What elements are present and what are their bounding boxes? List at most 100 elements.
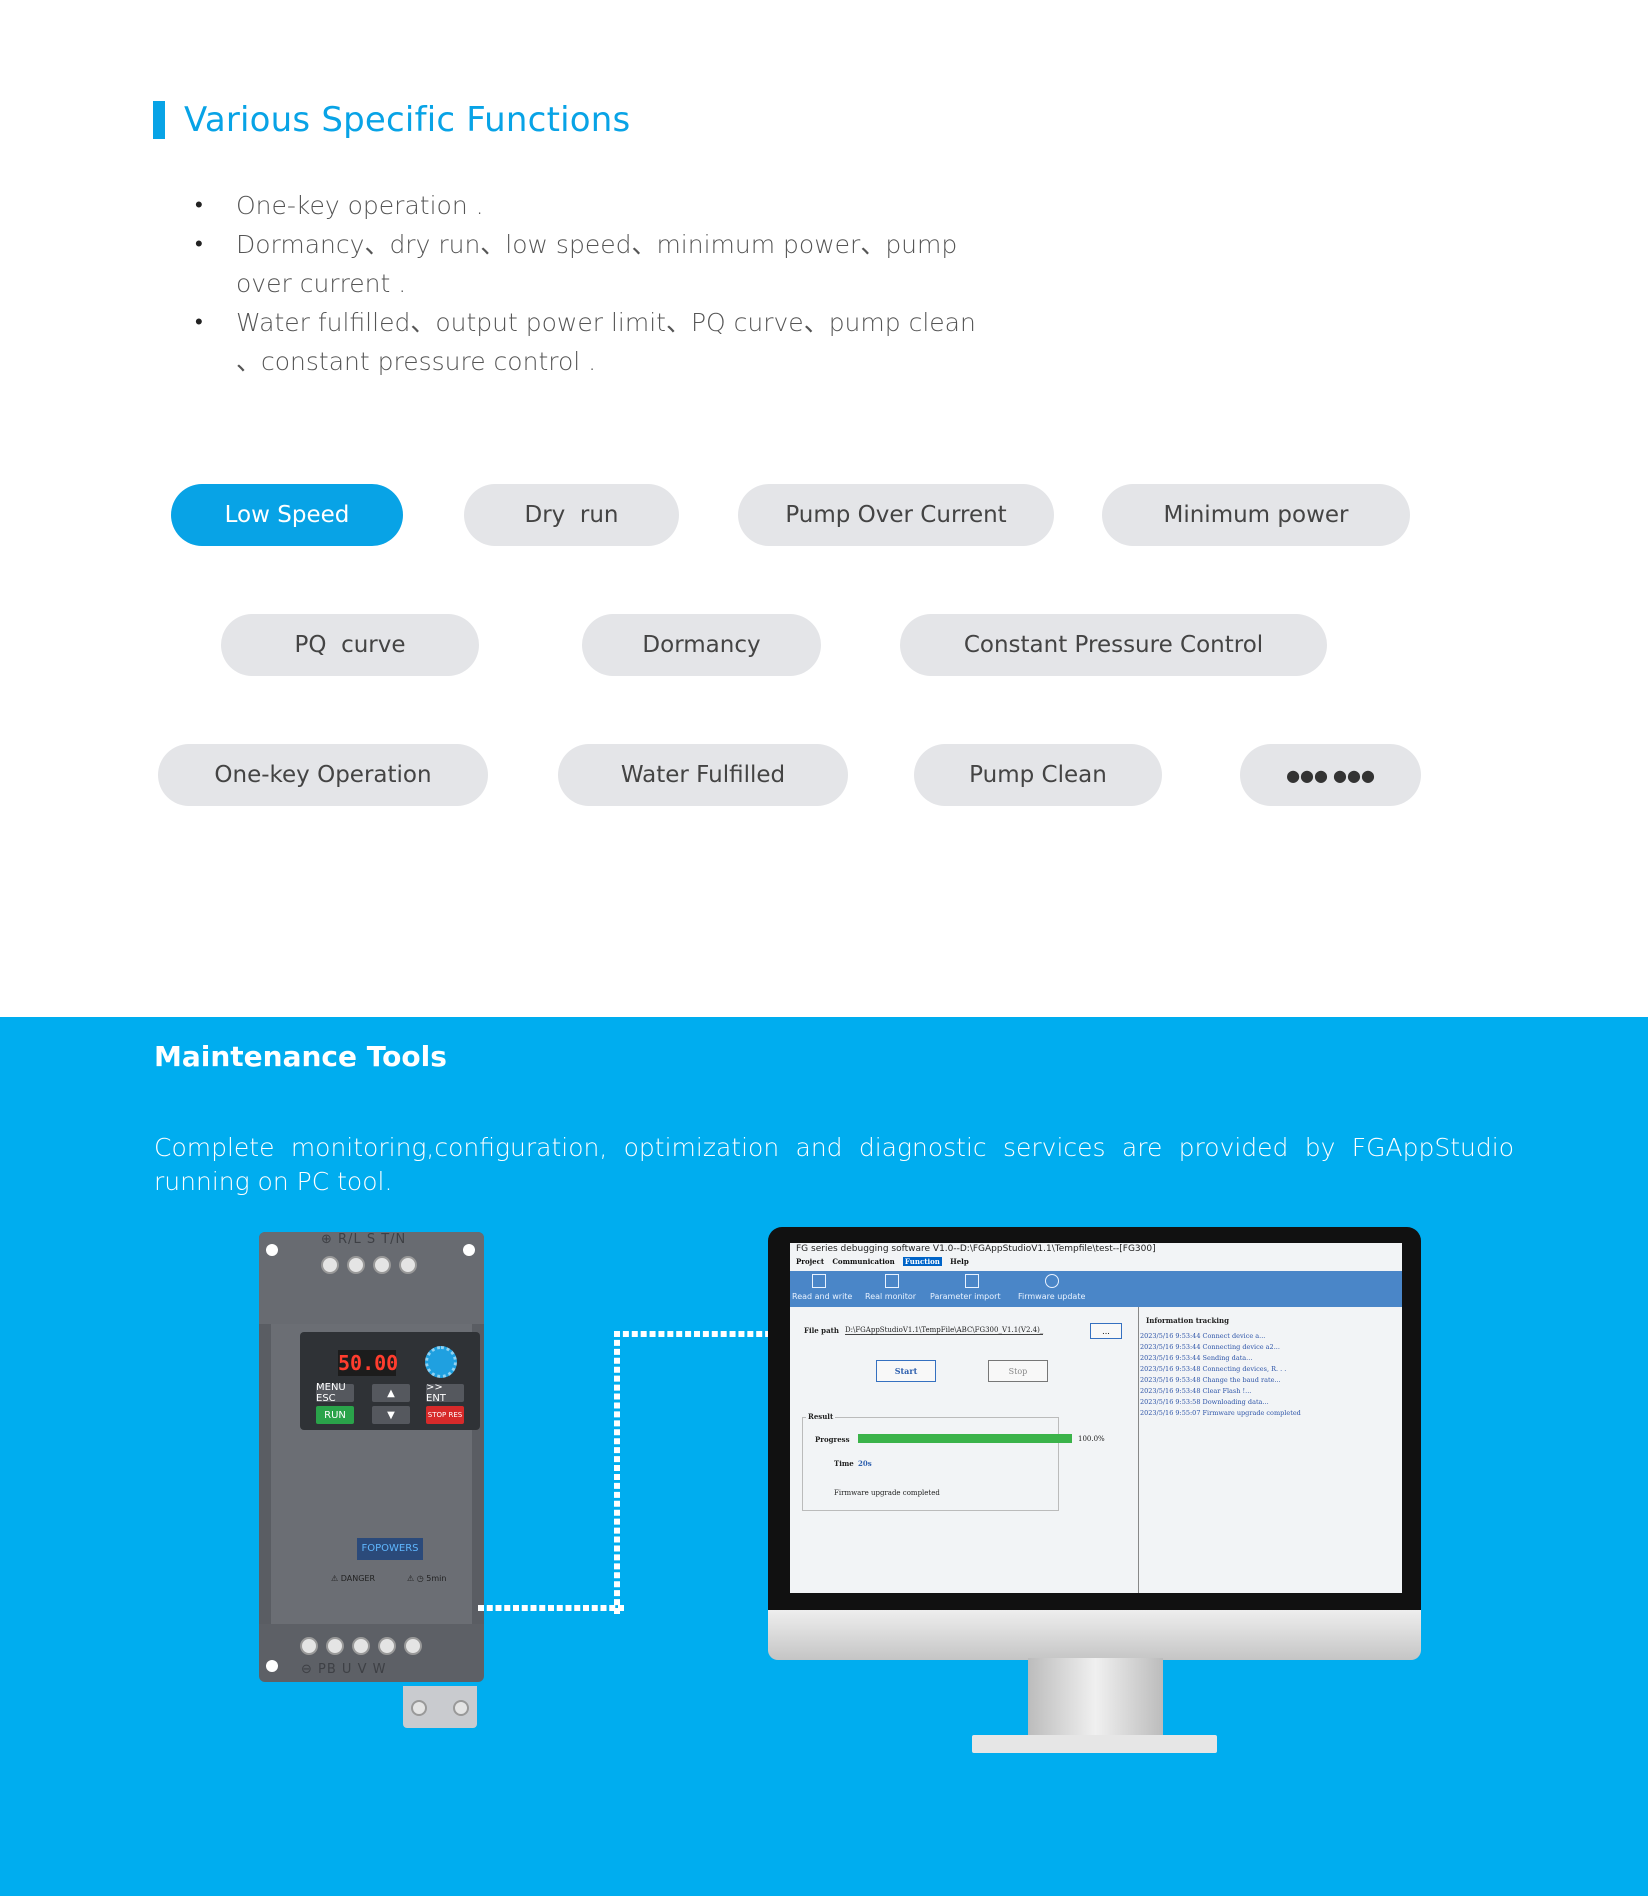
function-bullet-list: •One-key operation . •Dormancy、dry run、l… [195, 186, 985, 381]
cable-segment [614, 1331, 780, 1337]
mount-hole-icon [266, 1660, 278, 1672]
tag-dry-run[interactable]: Dry run [464, 484, 679, 546]
tag-low-speed[interactable]: Low Speed [171, 484, 403, 546]
terminal-screw-icon [352, 1637, 370, 1655]
real-monitor-icon[interactable] [885, 1274, 899, 1288]
terminal-screw-icon [404, 1637, 422, 1655]
menu-communication[interactable]: Communication [832, 1257, 895, 1266]
cable-segment [478, 1605, 624, 1611]
log-line: 2023/5/16 9:53:48 Connecting devices, R.… [1140, 1365, 1287, 1373]
progress-label: Progress [815, 1435, 850, 1444]
terminal-screw-icon [373, 1256, 391, 1274]
discharge-warning-label: ⚠ ◷ 5min [407, 1574, 447, 1583]
ent-key: >> ENT [426, 1382, 464, 1404]
menu-project[interactable]: Project [796, 1257, 825, 1266]
terminal-screw-icon [399, 1256, 417, 1274]
log-line: 2023/5/16 9:53:58 Downloading data... [1140, 1398, 1269, 1406]
log-line: 2023/5/16 9:53:48 Change the baud rate..… [1140, 1376, 1281, 1384]
read-write-icon[interactable] [812, 1274, 826, 1288]
mounting-bracket [403, 1686, 477, 1728]
tool-firmware-update[interactable]: Firmware update [1018, 1292, 1086, 1301]
tool-real-monitor[interactable]: Real monitor [865, 1292, 917, 1301]
potentiometer-knob-icon [425, 1346, 457, 1378]
log-line: 2023/5/16 9:53:48 Clear Flash !... [1140, 1387, 1252, 1395]
functions-title: Various Specific Functions [184, 100, 631, 140]
terminal-screw-icon [347, 1256, 365, 1274]
danger-warning-label: ⚠ DANGER [331, 1574, 376, 1583]
pane-divider [1138, 1307, 1139, 1593]
tag-water-fulfilled[interactable]: Water Fulfilled [558, 744, 848, 806]
terminal-screw-icon [321, 1256, 339, 1274]
log-line: 2023/5/16 9:53:44 Connecting device a2..… [1140, 1343, 1280, 1351]
bracket-screw-icon [453, 1700, 469, 1716]
tag-pq-curve[interactable]: PQ curve [221, 614, 479, 676]
log-line: 2023/5/16 9:53:44 Connect device a... [1140, 1332, 1266, 1340]
menu-bar: Project Communication Function Help [790, 1257, 1402, 1269]
tag-more[interactable]: ●●● ●●● [1240, 744, 1421, 806]
run-key: RUN [316, 1406, 354, 1424]
parameter-import-icon[interactable] [965, 1274, 979, 1288]
window-title: FG series debugging software V1.0--D:\FG… [796, 1244, 1156, 1254]
status-text: Firmware upgrade completed [834, 1489, 940, 1497]
bullet-item: •One-key operation . [195, 186, 985, 225]
warning-triangle-icon: ⚠ [331, 1574, 341, 1583]
progress-bar [858, 1434, 1072, 1443]
up-key: ▲ [372, 1384, 410, 1402]
tool-read-write[interactable]: Read and write [792, 1292, 853, 1301]
stop-reset-key: STOP RES [426, 1406, 464, 1424]
mount-hole-icon [266, 1244, 278, 1256]
bullet-item: •Dormancy、dry run、low speed、minimum powe… [195, 225, 985, 303]
brand-plate: FOPOWERS [357, 1538, 423, 1560]
maintenance-title: Maintenance Tools [154, 1040, 447, 1073]
menu-help[interactable]: Help [950, 1257, 969, 1266]
info-tracking-title: Information tracking [1146, 1316, 1229, 1325]
tag-pump-clean[interactable]: Pump Clean [914, 744, 1162, 806]
file-path-input[interactable]: D:\FGAppStudioV1.1\TempFile\ABC\FG300_V1… [845, 1326, 1044, 1335]
terminal-screw-icon [300, 1637, 318, 1655]
monitor-base [972, 1735, 1217, 1753]
down-key: ▼ [372, 1406, 410, 1424]
bullet-dot-icon: • [195, 310, 203, 335]
section-title-functions: Various Specific Functions [153, 100, 630, 140]
menu-function[interactable]: Function [902, 1257, 942, 1266]
bottom-terminal-label: ⊖ PB U V W [301, 1662, 387, 1677]
warning-triangle-icon: ⚠ ◷ [407, 1574, 427, 1583]
file-path-label: File path [804, 1326, 839, 1335]
tool-parameter-import[interactable]: Parameter import [930, 1292, 1001, 1301]
tag-dormancy[interactable]: Dormancy [582, 614, 821, 676]
time-label: Time [834, 1459, 854, 1468]
stop-button[interactable]: Stop [988, 1360, 1048, 1382]
drive-keypad-panel: 50.00 MENU ESC ▲ >> ENT RUN ▼ STOP RES [300, 1332, 480, 1430]
tag-minimum-power[interactable]: Minimum power [1102, 484, 1410, 546]
result-group [802, 1417, 1059, 1511]
terminal-screw-icon [326, 1637, 344, 1655]
tag-constant-pressure-control[interactable]: Constant Pressure Control [900, 614, 1327, 676]
time-value: 20s [858, 1459, 872, 1468]
drive-display: 50.00 [338, 1350, 399, 1376]
bullet-dot-icon: • [195, 193, 203, 218]
tag-one-key-operation[interactable]: One-key Operation [158, 744, 488, 806]
maintenance-description: Complete monitoring,configuration, optim… [154, 1133, 1514, 1196]
terminal-screw-icon [378, 1637, 396, 1655]
drive-top-band [259, 1232, 484, 1324]
bullet-item: •Water fulfilled、output power limit、PQ c… [195, 303, 985, 381]
top-terminal-label: ⊕ R/L S T/N [321, 1232, 407, 1247]
bracket-screw-icon [411, 1700, 427, 1716]
result-label: Result [806, 1412, 836, 1421]
browse-button[interactable]: ... [1090, 1323, 1122, 1339]
monitor-chin [768, 1610, 1421, 1660]
toolbar: Read and write Real monitor Parameter im… [790, 1271, 1402, 1307]
bullet-dot-icon: • [195, 232, 203, 257]
mount-hole-icon [463, 1244, 475, 1256]
monitor-stand [1028, 1658, 1163, 1738]
title-accent-bar [153, 101, 165, 139]
menu-esc-key: MENU ESC [316, 1382, 354, 1404]
start-button[interactable]: Start [876, 1360, 936, 1382]
log-line: 2023/5/16 9:55:07 Firmware upgrade compl… [1140, 1409, 1301, 1417]
cable-segment [614, 1331, 620, 1614]
firmware-update-icon[interactable] [1045, 1274, 1059, 1288]
tag-pump-over-current[interactable]: Pump Over Current [738, 484, 1054, 546]
inverter-drive-image: ⊕ R/L S T/N 50.00 MENU ESC ▲ >> ENT RUN … [259, 1232, 484, 1682]
info-tracking-log: 2023/5/16 9:53:44 Connect device a... 20… [1140, 1331, 1301, 1419]
log-line: 2023/5/16 9:53:44 Sending data... [1140, 1354, 1253, 1362]
